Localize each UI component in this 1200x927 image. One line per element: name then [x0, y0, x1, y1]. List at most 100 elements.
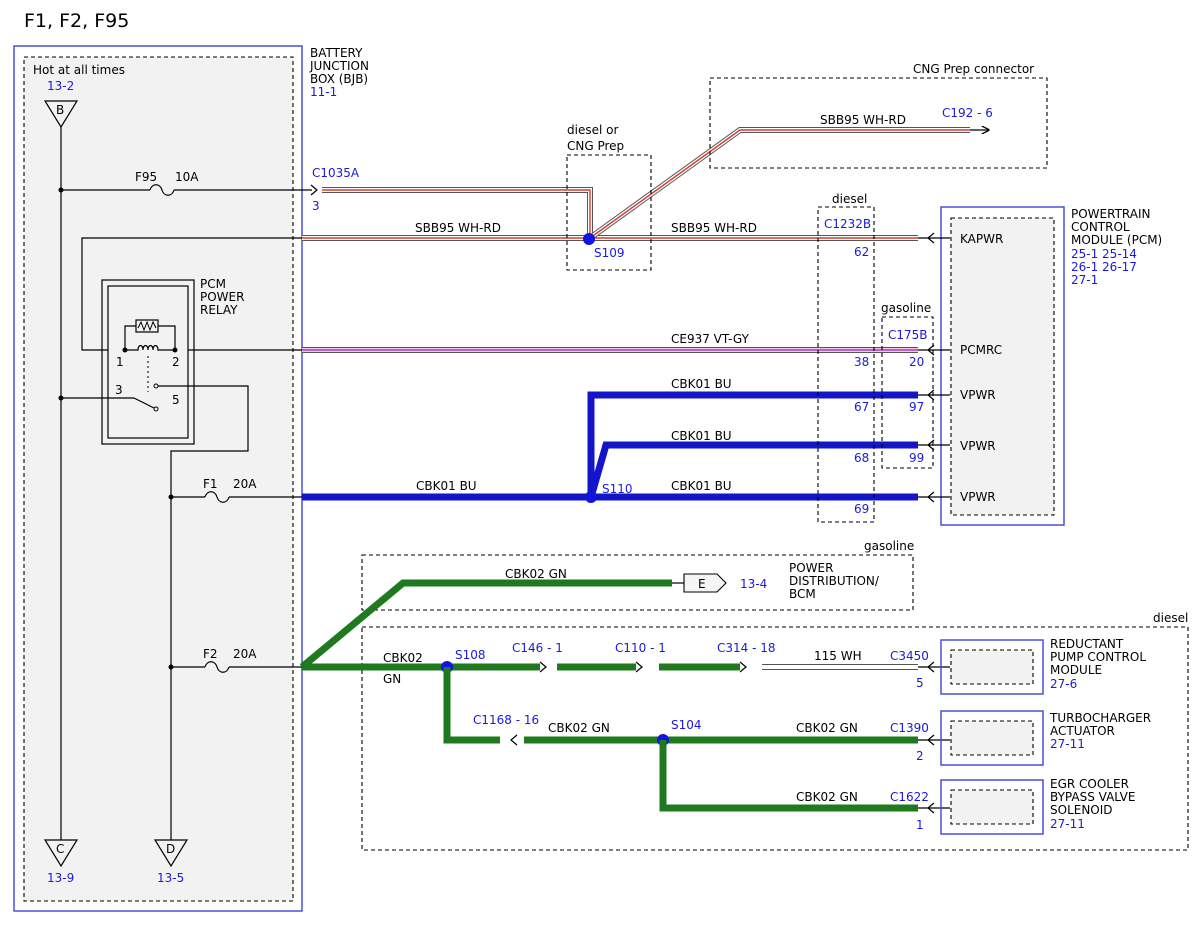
s109-label-1: diesel or — [567, 123, 618, 137]
turbo-label-2: ACTUATOR — [1050, 724, 1115, 738]
relay-coil-lead-right — [158, 325, 176, 350]
fuse-f2-icon — [204, 661, 230, 673]
diesel-group-label: diesel — [1153, 611, 1188, 625]
s109-label-2: CNG Prep — [567, 139, 624, 153]
conn-e-letter: E — [698, 577, 706, 591]
c1390-pin: 2 — [916, 749, 924, 763]
c1622-pin: 1 — [916, 818, 924, 832]
c1232b-pin68: 68 — [854, 451, 869, 465]
turbo-outline — [940, 710, 1044, 766]
pcm-label-1: POWERTRAIN — [1071, 207, 1151, 221]
pcm-outline — [940, 206, 1065, 526]
c146-arrow-icon — [539, 661, 547, 673]
relay-pin2: 2 — [172, 355, 180, 369]
rpcm-inner — [950, 649, 1034, 685]
c1035a-pin: 3 — [312, 199, 320, 213]
fuse-f1-label: F1 — [203, 477, 218, 491]
relay-coil-lead-left — [124, 325, 136, 350]
relay-pin2-dot — [172, 347, 178, 353]
egr-ref: 27-11 — [1050, 817, 1085, 831]
c1232b-pin62: 62 — [854, 245, 869, 259]
c146-label: C146 - 1 — [512, 641, 563, 655]
relay-pin3: 3 — [115, 383, 123, 397]
c175b-pin99: 99 — [909, 451, 924, 465]
c175b-pin20: 20 — [909, 355, 924, 369]
pcm-pin-vpwr-2: VPWR — [960, 439, 996, 453]
relay-coil-feed — [81, 237, 312, 351]
c1232b-pin67: 67 — [854, 400, 869, 414]
splice-s109-dot — [583, 233, 595, 245]
conn-e-ref: 13-4 — [740, 577, 767, 591]
cbk01-top-label: CBK01 BU — [671, 377, 732, 391]
sbb95-right-label: SBB95 WH-RD — [671, 221, 757, 235]
bjb-label-1: BATTERY — [310, 46, 363, 60]
splice-s109-id: S109 — [594, 246, 625, 260]
rpcm-outline — [940, 639, 1044, 695]
rpcm-arrow-icon — [927, 661, 935, 673]
relay-pin5-wire — [158, 385, 249, 840]
c1232b-group-label: diesel — [832, 192, 867, 206]
egr-outline — [940, 779, 1044, 835]
cng-prep-box — [709, 77, 1048, 169]
c110-label: C110 - 1 — [615, 641, 666, 655]
cbk02-top-label: CBK02 GN — [505, 567, 567, 581]
relay-resistor-zigzag — [137, 320, 157, 332]
turbo-ref: 27-11 — [1050, 737, 1085, 751]
fuse-f95-label: F95 — [135, 170, 157, 184]
c175b-label: C175B — [888, 328, 928, 342]
pcm-label-2: CONTROL — [1071, 220, 1130, 234]
rpcm-label-3: MODULE — [1050, 663, 1102, 677]
c192-label: C192 - 6 — [942, 106, 993, 120]
w115-label: 115 WH — [814, 649, 862, 663]
conn-c-letter: C — [56, 842, 64, 856]
c1035a-arrow-icon — [310, 184, 318, 196]
bjb-ref: 11-1 — [310, 85, 337, 99]
pdb-label-3: BCM — [789, 587, 816, 601]
conn-b-ref: 13-2 — [47, 79, 74, 93]
relay-coil-icon — [125, 344, 175, 351]
bjb-outline — [13, 45, 303, 912]
conn-b-triangle — [43, 100, 79, 129]
c3450-pin: 5 — [916, 676, 924, 690]
egr-arrow-icon — [927, 802, 935, 814]
turbo-inner — [950, 720, 1034, 756]
cng-wire-label: SBB95 WH-RD — [820, 113, 906, 127]
c175b-box — [881, 316, 934, 469]
fuse-f1-amp: 20A — [233, 477, 257, 491]
pcm-pin-pcmrc: PCMRC — [960, 343, 1002, 357]
conn-c-triangle — [43, 839, 79, 868]
pcm-pin-vpwr-1: VPWR — [960, 388, 996, 402]
pcm-label-3: MODULE (PCM) — [1071, 233, 1162, 247]
vpwr2-arrow-icon — [927, 439, 935, 451]
fuse-f1-icon — [204, 491, 230, 503]
conn-b-letter: B — [56, 103, 64, 117]
cng-prep-label: CNG Prep connector — [913, 62, 1034, 76]
egr-label-1: EGR COOLER — [1050, 777, 1129, 791]
c175b-pin97: 97 — [909, 400, 924, 414]
c1168-arrow-icon — [510, 734, 518, 746]
s109-box — [566, 154, 652, 271]
c1232b-box — [817, 206, 875, 523]
fuse-f95-amp: 10A — [175, 170, 199, 184]
relay-label-1: PCM — [200, 277, 226, 291]
relay-label-2: POWER — [200, 290, 244, 304]
pdb-label-1: POWER — [789, 561, 833, 575]
c1168-label: C1168 - 16 — [473, 713, 539, 727]
relay-label-3: RELAY — [200, 303, 238, 317]
c1622-label: C1622 — [890, 790, 929, 804]
wire-cbk02-pdb — [299, 579, 672, 670]
splice-s108-id: S108 — [455, 648, 486, 662]
wire-cbk01-mid — [587, 441, 918, 498]
relay-pin1: 1 — [116, 355, 124, 369]
c110-arrow-icon — [635, 661, 643, 673]
splice-s110-id: S110 — [602, 482, 633, 496]
splice-s110-dot — [585, 491, 597, 503]
sbb95-left-label: SBB95 WH-RD — [415, 221, 501, 235]
c1232b-label: C1232B — [824, 217, 871, 231]
conn-d-ref: 13-5 — [157, 871, 184, 885]
fuse-f95-icon — [149, 184, 175, 196]
pdb-label-2: DISTRIBUTION/ — [789, 574, 880, 588]
c314-arrow-icon — [739, 661, 747, 673]
fuse-f2-amp: 20A — [233, 647, 257, 661]
